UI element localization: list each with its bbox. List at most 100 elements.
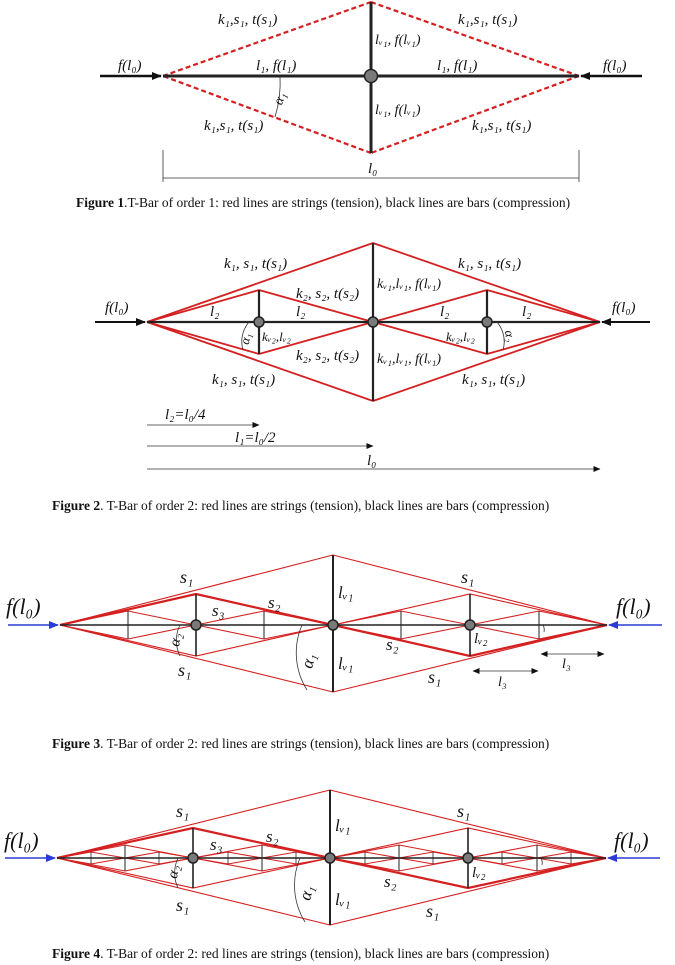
figure-4: f(l₀) f(l₀) s₁ s₁ s₁ s₁ s₂ s₂ s₃ lᵥ₁ lᵥ₁…: [4, 789, 660, 961]
fig3-caption: Figure 3. T-Bar of order 2: red lines ar…: [52, 736, 549, 751]
fig4-strings-heavy: [56, 826, 607, 890]
fig1-string-top-right-label: k₁,s₁, t(s₁): [458, 12, 517, 28]
fig2-string-s1-top-left: k₁, s₁, t(s₁): [224, 256, 287, 272]
fig1-string-bottom-right-label: k₁,s₁, t(s₁): [472, 118, 531, 134]
fig2-caption-text: . T-Bar of order 2: red lines are string…: [100, 498, 549, 513]
fig3-s3: s₃: [212, 601, 225, 620]
fig4-s1-bottom-right: s₁: [426, 901, 439, 921]
fig1-caption-bold: Figure 1: [76, 195, 124, 210]
fig1-force-left-label: f(l₀): [118, 58, 142, 74]
fig2-dim-label-1: l₂=l₀/4: [165, 407, 206, 423]
fig3-s1-top-right: s₁: [461, 567, 474, 587]
fig3-lv1-bottom: lᵥ₁: [338, 654, 353, 673]
fig2-caption-bold: Figure 2: [52, 498, 100, 513]
fig2-bar-kv2-right: kᵥ₂,lᵥ₂: [446, 329, 475, 344]
fig4-caption: Figure 4. T-Bar of order 2: red lines ar…: [52, 946, 549, 961]
fig2-string-s2-bottom: k₂, s₂, t(s₂): [296, 348, 359, 364]
fig1-center-node: [363, 68, 379, 84]
fig3-node-right: [464, 619, 476, 631]
fig2-string-s1-bottom-left: k₁, s₁, t(s₁): [212, 372, 275, 388]
fig2-caption: Figure 2. T-Bar of order 2: red lines ar…: [52, 498, 549, 513]
fig2-l2-label-a: l₂: [210, 304, 219, 320]
fig3-strings-heavy: [59, 592, 608, 658]
fig3-angle-arc-1: [295, 624, 308, 691]
fig3-caption-text: . T-Bar of order 2: red lines are string…: [100, 736, 549, 751]
fig2-alpha-left: α₁: [237, 332, 254, 346]
fig3-alpha2: α₂: [167, 632, 185, 648]
fig3-node-center: [327, 619, 339, 631]
fig2-dim-label-2: l₁=l₀/2: [235, 430, 276, 446]
fig2-string-s1-bottom-right: k₁, s₁, t(s₁): [462, 372, 525, 388]
fig4-caption-bold: Figure 4: [52, 946, 100, 961]
fig1-angle-arc: [274, 75, 281, 118]
figure-2: f(l₀) f(l₀) k₁, s₁, t(s₁) k₁, s₁, t(s₁) …: [52, 242, 650, 513]
fig4-force-left-label: f(l₀): [4, 828, 39, 853]
fig2-strings: [146, 242, 601, 402]
fig4-node-right: [462, 852, 474, 864]
fig4-angle-arc-3: [540, 857, 543, 866]
fig2-string-s2-top: k₂, s₂, t(s₂): [296, 286, 359, 302]
fig4-s1-top-left: s₁: [176, 801, 189, 821]
fig2-angle-arc-left: [241, 321, 250, 351]
fig4-node-center: [324, 852, 336, 864]
fig3-s2-top: s₂: [268, 593, 281, 612]
fig2-node-center: [367, 316, 379, 328]
fig1-bar-vertical-top-label: lᵥ₁, f(lᵥ₁): [375, 33, 421, 48]
fig4-force-right-label: f(l₀): [614, 828, 649, 853]
fig4-angle-arc-1: [294, 857, 306, 923]
fig4-node-left: [187, 852, 199, 864]
fig4-s2-top: s₂: [266, 827, 279, 846]
fig4-s2-bottom: s₂: [384, 872, 397, 891]
fig1-string-top-left-label: k₁,s₁, t(s₁): [218, 12, 277, 28]
figure-1: f(l₀) f(l₀) k₁,s₁, t(s₁) k₁,s₁, t(s₁) k₁…: [76, 0, 642, 210]
fig3-s1-bottom-left: s₁: [178, 660, 191, 680]
fig1-bar-vertical-bottom-label: lᵥ₁, f(lᵥ₁): [375, 103, 421, 118]
fig3-alpha1: α₁: [297, 651, 319, 670]
figure-3: f(l₀) f(l₀) s₁ s₁ s₁ s₁ s₂ s₂ s₃ lᵥ₁ lᵥ₁…: [6, 554, 662, 751]
fig2-l2-label-b: l₂: [296, 304, 305, 320]
fig2-node-left: [253, 316, 265, 328]
fig3-force-left-label: f(l₀): [6, 594, 41, 619]
fig3-caption-bold: Figure 3: [52, 736, 100, 751]
fig4-alpha1: α₁: [295, 883, 317, 902]
fig2-bar-kv1-top: kᵥ₁,lᵥ₁, f(lᵥ₁): [377, 277, 441, 292]
fig3-node-left: [190, 619, 202, 631]
fig4-caption-text: . T-Bar of order 2: red lines are string…: [100, 946, 549, 961]
fig2-l2-label-d: l₂: [522, 304, 531, 320]
fig1-caption: Figure 1.T-Bar of order 1: red lines are…: [76, 195, 570, 210]
fig4-s1-bottom-left: s₁: [176, 895, 189, 915]
fig2-force-right-label: f(l₀): [612, 300, 636, 316]
fig1-strings: [162, 0, 580, 155]
fig2-string-s1-top-right: k₁, s₁, t(s₁): [458, 256, 521, 272]
fig1-bar-horizontal-right-label: l₁, f(l₁): [437, 58, 477, 74]
fig2-node-right: [481, 316, 493, 328]
fig3-angle-arc-3: [542, 624, 545, 633]
fig3-lv2: lᵥ₂: [474, 631, 488, 647]
fig1-bar-horizontal-left-label: l₁, f(l₁): [256, 58, 296, 74]
fig3-force-right-label: f(l₀): [616, 594, 651, 619]
fig3-angle-arc-2: [176, 624, 181, 657]
fig1-string-bottom-left-label: k₁,s₁, t(s₁): [204, 118, 263, 134]
fig3-lv1-top: lᵥ₁: [338, 583, 353, 602]
fig2-bar-kv2-left: kᵥ₂,lᵥ₂: [262, 329, 291, 344]
fig3-s1-top-left: s₁: [180, 567, 193, 587]
fig2-dim-label-3: l₀: [367, 453, 376, 469]
fig4-lv1-bottom: lᵥ₁: [335, 890, 350, 909]
fig1-caption-text: .T-Bar of order 1: red lines are strings…: [124, 195, 570, 210]
fig3-s1-bottom-right: s₁: [428, 667, 441, 687]
fig1-force-right-label: f(l₀): [603, 58, 627, 74]
fig2-force-left-label: f(l₀): [105, 300, 129, 316]
fig4-alpha2: α₂: [165, 864, 183, 880]
fig3-s2-bottom: s₂: [386, 635, 399, 654]
fig4-s1-top-right: s₁: [457, 801, 470, 821]
fig2-bar-kv1-bottom: kᵥ₁,lᵥ₁, f(lᵥ₁): [377, 352, 441, 367]
fig2-angle-arc-right: [496, 321, 505, 351]
fig4-angle-arc-2: [174, 857, 179, 889]
fig2-alpha-right: α₂: [502, 329, 519, 344]
fig1-dimension-label: l₀: [368, 161, 377, 177]
fig1-alpha-label: α₁: [271, 90, 289, 107]
fig2-l2-label-c: l₂: [440, 304, 449, 320]
fig3-l3-left: l₃: [498, 675, 507, 690]
fig4-lv2: lᵥ₂: [472, 865, 486, 881]
